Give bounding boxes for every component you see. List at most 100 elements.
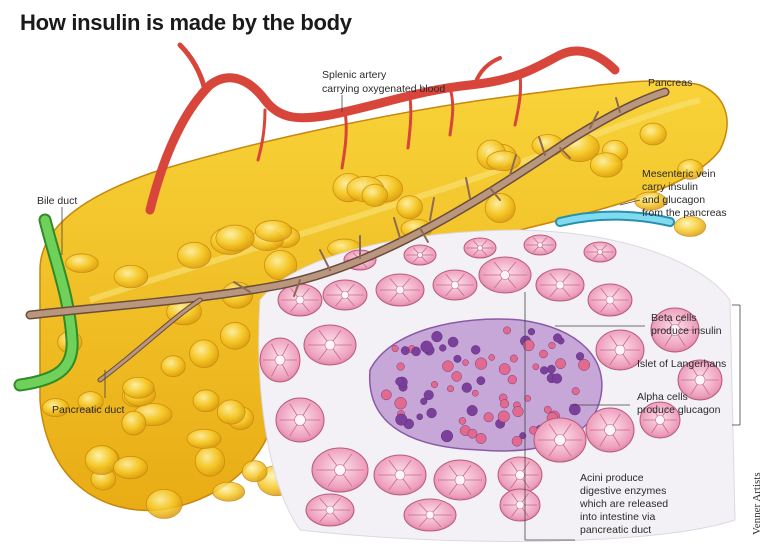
pancreas-lobule [186,428,222,449]
islet-cell [442,360,454,372]
pancreas-lobule [113,455,149,480]
islet-cell [466,405,478,417]
acinus [523,234,557,256]
pancreas-lobule [65,253,99,273]
pancreas-lobule [77,391,104,412]
acinus [322,279,368,311]
pancreatic-duct [25,87,670,383]
islet-cell [395,413,408,426]
pancreas-lobule [254,220,293,242]
acini-clusters [259,234,723,532]
pancreas-lobule [41,398,70,418]
acinus [305,493,355,527]
pancreas-lobule [194,446,226,477]
islet-cell [472,389,479,397]
pancreas-lobules [41,122,707,519]
acinus [533,417,587,463]
pancreas-lobule [241,460,268,483]
pancreas-lobule [145,489,183,519]
beta-cells-label-1: Beta cells [651,312,697,324]
islet-cell [475,357,488,370]
diagram-title: How insulin is made by the body [20,10,352,35]
pancreas-lobule [121,410,147,436]
islet-cell [509,354,518,363]
pancreas-lobule [177,241,212,269]
islet-cell [553,333,563,343]
bile-duct [13,213,79,392]
islet-cell [476,376,486,386]
islet-cell [467,428,478,439]
acinus [497,456,543,494]
islet-cell [426,407,437,419]
islet-cell [497,410,510,423]
labels: Splenic artery carrying oxygenated blood… [37,69,727,536]
islet-cell [488,354,495,361]
islet-cell [548,341,556,349]
islet-cell [555,358,566,369]
pancreas-lobule [192,389,220,413]
islet-cell [475,433,487,444]
islet-cell [451,371,462,382]
acinus [277,283,323,317]
acinus [373,454,427,496]
islet-cell [568,403,581,416]
islet-cell [519,432,527,440]
acinus [403,244,437,266]
pancreas-lobule [160,355,186,378]
islet-cell [400,346,410,356]
pancreas-lobule [84,445,119,475]
islet-cell [527,328,536,336]
islet-cell [431,381,438,389]
acini-label-5: pancreatic duct [580,524,651,536]
leader-lines [61,95,741,541]
pancreas-lobule [361,183,388,207]
acinus [650,307,700,353]
acini-label-1: Acini produce [580,472,644,484]
islet-cell [522,339,535,352]
acinus [677,359,723,401]
islet-cell [575,352,585,361]
islet-cell [440,430,454,443]
acini-label-4: into intestine via [580,511,655,523]
artist-credit: Venner Artists [751,472,763,535]
islet-cell [511,436,523,447]
islet-cell [458,417,467,425]
pancreas-lobule [122,376,155,399]
islet-cell [394,397,407,410]
bile-duct-label: Bile duct [37,195,77,207]
pancreas-label: Pancreas [648,77,692,89]
acinus [433,459,487,501]
acinus [499,488,541,522]
mesenteric-vein-label-3: and glucagon [642,194,705,206]
acinus [585,407,635,453]
islet-cell [381,389,392,401]
acinus [595,329,645,371]
islet-cell [391,345,399,353]
islet-cell [453,354,462,363]
islet-cell [395,377,405,386]
mesenteric-vein [555,210,675,227]
islet-cell [431,331,443,343]
acinus [639,401,681,439]
islet-cell [540,366,549,375]
islet-cell [498,363,511,375]
islet-cell [420,340,433,353]
islet-label: Islet of Langerhans [637,358,726,370]
pancreas-lobule [677,159,704,180]
acini-label-2: digestive enzymes [580,485,666,497]
islet-cell [439,344,447,352]
pancreas-lobule [219,322,251,350]
islet-cell [524,395,531,402]
islet-cell [551,373,563,384]
islet-cell [532,363,540,371]
islet-cell [483,412,494,423]
alpha-cells-label-1: Alpha cells [637,391,688,403]
islet-cell [543,405,552,414]
pancreas-lobule [673,216,707,237]
pancreatic-duct-label: Pancreatic duct [52,404,124,416]
beta-cells-label-2: produce insulin [651,325,722,337]
islet-cell [539,349,548,359]
islet-cell [447,385,454,393]
islet-cell [546,364,556,374]
